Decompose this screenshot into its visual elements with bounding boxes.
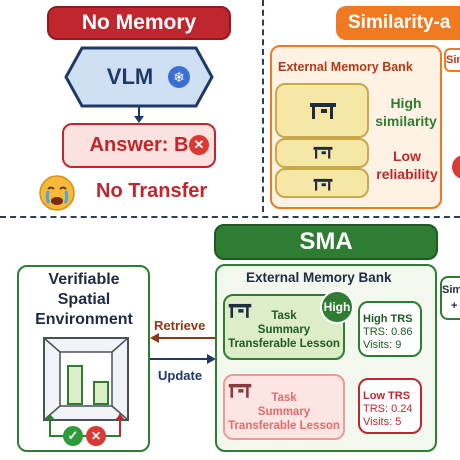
- no-transfer-label: No Transfer: [96, 180, 208, 202]
- vlm-to-answer-arrow: [134, 106, 144, 123]
- vlm-label: VLM: [106, 64, 154, 89]
- retrieve-arrow: [150, 333, 216, 343]
- vlm-hexagon: [64, 46, 214, 108]
- low-trs-title: Low TRS: [363, 390, 411, 402]
- desk-icon: [228, 383, 252, 398]
- verification-loop-arrow: [45, 414, 125, 437]
- retrieve-label: Retrieve: [154, 318, 206, 333]
- sma-cut-plus: +: [451, 300, 458, 312]
- desk-icon: [310, 103, 336, 119]
- no-memory-title: No Memory: [47, 6, 231, 40]
- verifiable-environment-title: Verifiable Spatial Environment: [35, 271, 133, 328]
- crying-face-icon: [39, 175, 75, 211]
- low-trs-value: TRS: 0.24: [363, 403, 413, 415]
- high-similarity-label: High similarity: [375, 95, 437, 129]
- desk-icon: [313, 178, 333, 191]
- similarity-cut-box: [444, 48, 460, 72]
- sma-cut-label: Sim: [442, 284, 460, 296]
- high-trs-title: High TRS: [363, 313, 413, 325]
- x-circle-icon: ✕: [189, 135, 209, 155]
- low-visits: Visits: 5: [363, 416, 402, 428]
- similarity-bank-title: External Memory Bank: [278, 60, 413, 74]
- desk-icon: [313, 146, 333, 159]
- sma-title: SMA: [214, 224, 438, 260]
- low-reliability-label: Low reliability: [376, 148, 438, 182]
- environment-room-illustration: [43, 337, 129, 421]
- memory-card-high-text: Task Summary Transferable Lesson: [228, 310, 340, 350]
- sma-bank-title: External Memory Bank: [246, 270, 392, 285]
- memory-card-low: [275, 168, 369, 198]
- check-circle-icon: ✓: [63, 426, 83, 446]
- sma-cut-box: [440, 276, 460, 320]
- update-label: Update: [158, 368, 203, 383]
- low-trs-box: [358, 378, 422, 434]
- similarity-title: Similarity-a: [336, 6, 460, 40]
- similarity-cut-label: Sim: [446, 54, 460, 66]
- snowflake-icon: ❄: [168, 66, 190, 88]
- high-trs-box: [358, 301, 422, 357]
- high-badge: High: [320, 290, 354, 324]
- update-arrow: [150, 354, 216, 364]
- x-circle-icon: ✕: [86, 426, 106, 446]
- high-visits: Visits: 9: [363, 339, 402, 351]
- desk-icon: [228, 303, 252, 318]
- high-trs-value: TRS: 0.86: [363, 326, 413, 338]
- red-badge-edge: [452, 155, 460, 179]
- vertical-divider: [262, 0, 264, 212]
- memory-card-low-text: Task Summary Transferable Lesson: [228, 392, 340, 432]
- horizontal-divider: [0, 216, 460, 218]
